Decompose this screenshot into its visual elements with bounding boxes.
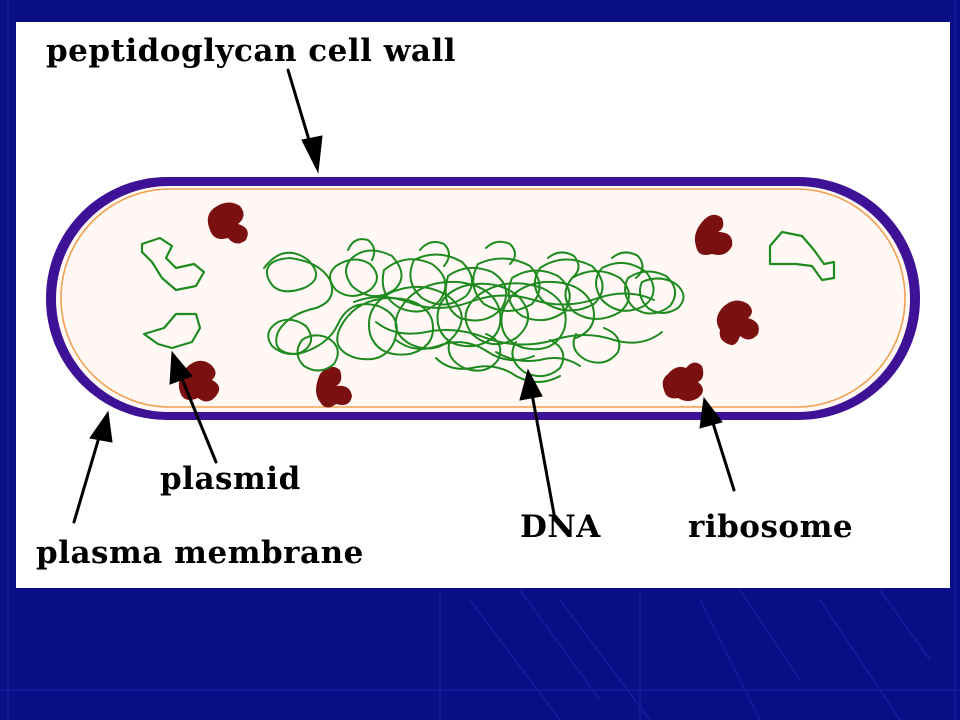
- arrow-plasma-membrane: [72, 432, 102, 524]
- arrow-plasmid: [178, 372, 218, 464]
- ribosome-6: [662, 362, 704, 401]
- label-dna: DNA: [520, 509, 601, 545]
- ribosome-5: [716, 300, 759, 345]
- ribosome-3: [316, 366, 352, 408]
- label-plasma-membrane: plasma membrane: [36, 535, 364, 571]
- dna-nucleoid: [263, 238, 685, 383]
- arrow-ribosome-head: [699, 396, 723, 429]
- label-ribosome: ribosome: [688, 509, 854, 545]
- ribosome-1: [207, 202, 248, 244]
- arrow-plasma-membrane-head: [89, 410, 113, 443]
- plasmid-3: [768, 230, 836, 282]
- bacterial-cell-diagram: [46, 68, 920, 524]
- arrow-ribosome: [710, 418, 736, 492]
- arrow-dna: [530, 392, 556, 516]
- label-cell-wall: peptidoglycan cell wall: [46, 33, 457, 69]
- ribosome-2: [178, 360, 220, 402]
- arrow-cell-wall: [286, 68, 314, 152]
- diagram-panel: peptidoglycan cell wall plasmid DNA ribo…: [16, 22, 950, 588]
- plasma-membrane: [60, 188, 906, 408]
- arrow-cell-wall-head: [301, 135, 323, 174]
- label-plasmid: plasmid: [160, 461, 301, 497]
- arrow-dna-head: [519, 368, 543, 401]
- arrow-plasmid-head: [169, 350, 193, 385]
- plasmid-2: [142, 312, 202, 350]
- plasmid-1: [140, 236, 206, 292]
- ribosome-4: [694, 214, 733, 255]
